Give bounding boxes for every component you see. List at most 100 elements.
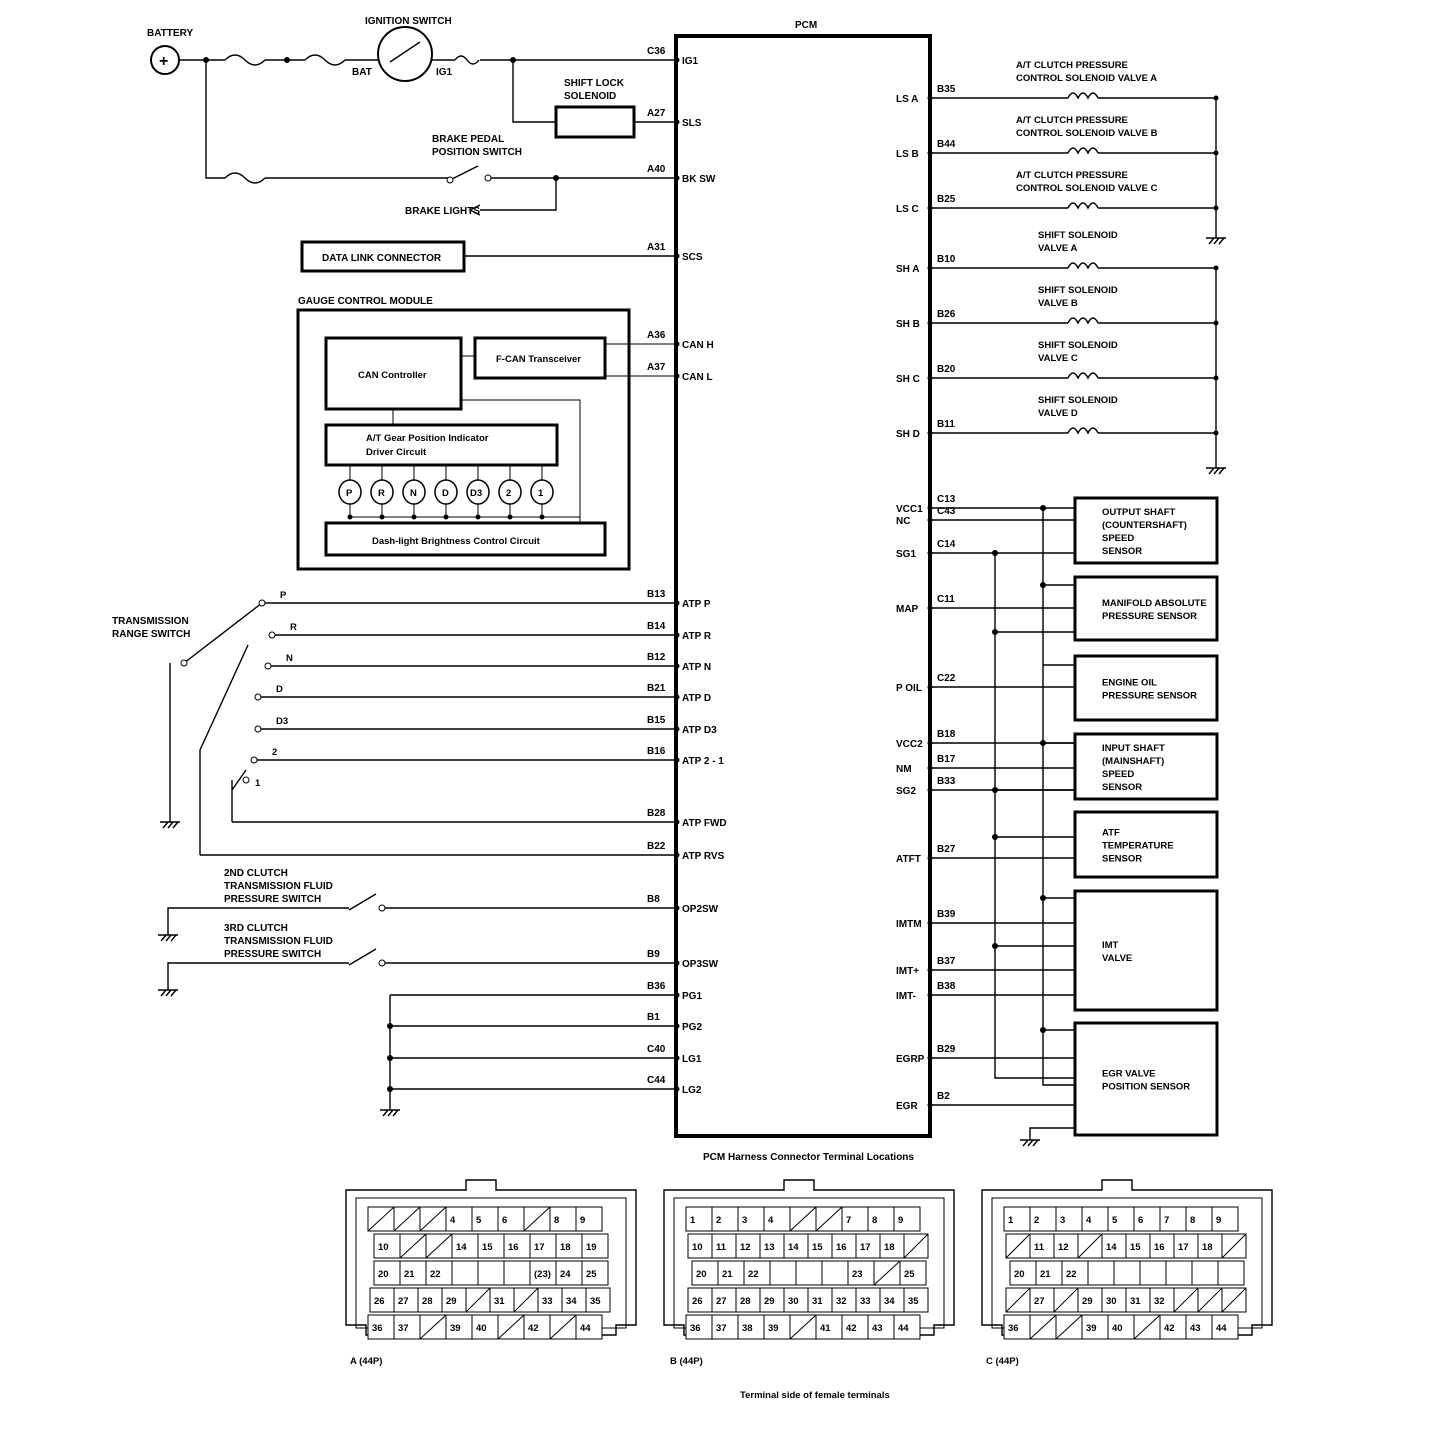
indicator-label: D3 — [470, 488, 482, 499]
terminal-30: 30 — [788, 1296, 799, 1307]
terminal-4: 4 — [768, 1215, 774, 1226]
connector-c-name: C (44P) — [986, 1356, 1019, 1367]
pcm-terminal-sg1: SG1 — [896, 549, 916, 560]
trs-position-label: R — [290, 622, 297, 633]
pcm-terminal-imt-: IMT- — [896, 991, 916, 1002]
pcm-pin-B37: B37 — [937, 956, 956, 967]
terminal-15: 15 — [482, 1242, 493, 1253]
pcm-pin-B36: B36 — [647, 981, 666, 992]
shift-lock-solenoid — [554, 105, 636, 139]
sensor-boxes: OUTPUT SHAFT(COUNTERSHAFT)SPEEDSENSORMAN… — [930, 496, 1219, 1137]
pcm-pin-C11: C11 — [937, 594, 955, 605]
pcm-pin-B33: B33 — [937, 776, 956, 787]
pcm-pin-B28: B28 — [647, 808, 666, 819]
terminal-31: 31 — [494, 1296, 505, 1307]
terminal-16: 16 — [1154, 1242, 1165, 1253]
terminal-1: 1 — [1008, 1215, 1014, 1226]
valve-label-2: VALVE B — [1038, 298, 1078, 309]
terminal-31: 31 — [1130, 1296, 1141, 1307]
pcm-pin-A36: A36 — [647, 330, 666, 341]
trs-contact-2 — [250, 756, 258, 764]
pcm-pin-B18: B18 — [937, 729, 956, 740]
connector-b-name: B (44P) — [670, 1356, 703, 1367]
terminal-43: 43 — [1190, 1323, 1201, 1334]
valve-label-2: CONTROL SOLENOID VALVE A — [1016, 73, 1157, 84]
indicator-label: R — [378, 488, 385, 499]
terminal-10: 10 — [692, 1242, 703, 1253]
terminal-17: 17 — [860, 1242, 871, 1253]
pcm-pin-B10: B10 — [937, 254, 956, 265]
terminal-16: 16 — [508, 1242, 519, 1253]
terminal-9: 9 — [580, 1215, 585, 1226]
terminal-27: 27 — [716, 1296, 727, 1307]
pcm-terminal-egrp: EGRP — [896, 1054, 925, 1065]
sensor-label: INPUT SHAFT — [1102, 743, 1165, 754]
solenoid-coil-icon — [1067, 92, 1099, 100]
trs-contact-n — [264, 662, 272, 670]
ig1-label: IG1 — [436, 67, 453, 78]
sensor-label: OUTPUT SHAFT — [1102, 507, 1176, 518]
terminal-18: 18 — [560, 1242, 571, 1253]
pcm-pin-B16: B16 — [647, 746, 666, 757]
pcm-pin-B22: B22 — [647, 841, 666, 852]
terminal-26: 26 — [374, 1296, 385, 1307]
terminal-23: 23 — [852, 1269, 863, 1280]
brake-switch-label-1: BRAKE PEDAL — [432, 134, 504, 145]
pcm-terminal-sh-a: SH A — [896, 264, 920, 275]
terminal-13: 13 — [764, 1242, 775, 1253]
bat-label: BAT — [352, 67, 372, 78]
terminal-25: 25 — [586, 1269, 597, 1280]
pcm-terminal-atp-n: ATP N — [682, 662, 711, 673]
pcm-pin-B27: B27 — [937, 844, 956, 855]
sensor-label: (MAINSHAFT) — [1102, 756, 1164, 767]
clutch2-label-2: TRANSMISSION FLUID — [224, 881, 333, 892]
terminal-21: 21 — [722, 1269, 733, 1280]
solenoid-coil-icon — [1067, 147, 1099, 155]
sensor-label: TEMPERATURE — [1102, 841, 1174, 852]
pcm-pin-B17: B17 — [937, 754, 956, 765]
terminal-39: 39 — [1086, 1323, 1097, 1334]
pcm-terminal-sg2: SG2 — [896, 786, 916, 797]
pcm-terminal-ig1: IG1 — [682, 56, 699, 67]
indicator-label: D — [442, 488, 449, 499]
pcm-box — [674, 34, 932, 1138]
pcm-terminal-vcc1: VCC1 — [896, 504, 923, 515]
terminal-27: 27 — [398, 1296, 409, 1307]
terminal-32: 32 — [1154, 1296, 1165, 1307]
pcm-terminal-atp-fwd: ATP FWD — [682, 818, 727, 829]
sensor-label: PRESSURE SENSOR — [1102, 691, 1197, 702]
terminal-11: 11 — [716, 1242, 727, 1253]
terminal-4: 4 — [450, 1215, 456, 1226]
pcm-pin-C40: C40 — [647, 1044, 666, 1055]
terminal-9: 9 — [898, 1215, 903, 1226]
pcm-pin-B9: B9 — [647, 949, 660, 960]
sensor-label: POSITION SENSOR — [1102, 1082, 1190, 1093]
valve-label-2: VALVE D — [1038, 408, 1078, 419]
at-gear-label-1: A/T Gear Position Indicator — [366, 433, 489, 444]
pcm-terminal-atft: ATFT — [896, 854, 921, 865]
at-gear-driver — [324, 423, 559, 467]
dash-light-circuit — [324, 521, 607, 557]
gcm-label: GAUGE CONTROL MODULE — [298, 296, 433, 307]
pcm-terminal-atp-2-1: ATP 2 - 1 — [682, 756, 724, 767]
terminal-20: 20 — [696, 1269, 707, 1280]
terminal-29: 29 — [764, 1296, 775, 1307]
terminal-11: 11 — [1034, 1242, 1045, 1253]
sensor-label: ENGINE OIL — [1102, 678, 1157, 689]
trs-position-label: D3 — [276, 716, 288, 727]
clutch3-label-3: PRESSURE SWITCH — [224, 949, 321, 960]
pcm-terminal-pg1: PG1 — [682, 991, 702, 1002]
pcm-terminal-lg1: LG1 — [682, 1054, 702, 1065]
pcm-title: PCM — [795, 20, 817, 31]
terminal-35: 35 — [908, 1296, 919, 1307]
pcm-pin-A40: A40 — [647, 164, 666, 175]
terminal-6: 6 — [502, 1215, 507, 1226]
pcm-terminal-sls: SLS — [682, 118, 702, 129]
terminal-8: 8 — [872, 1215, 877, 1226]
valve-label-1: A/T CLUTCH PRESSURE — [1016, 170, 1128, 181]
terminal-28: 28 — [740, 1296, 751, 1307]
pcm-pin-A37: A37 — [647, 362, 666, 373]
pcm-pin-B12: B12 — [647, 652, 666, 663]
